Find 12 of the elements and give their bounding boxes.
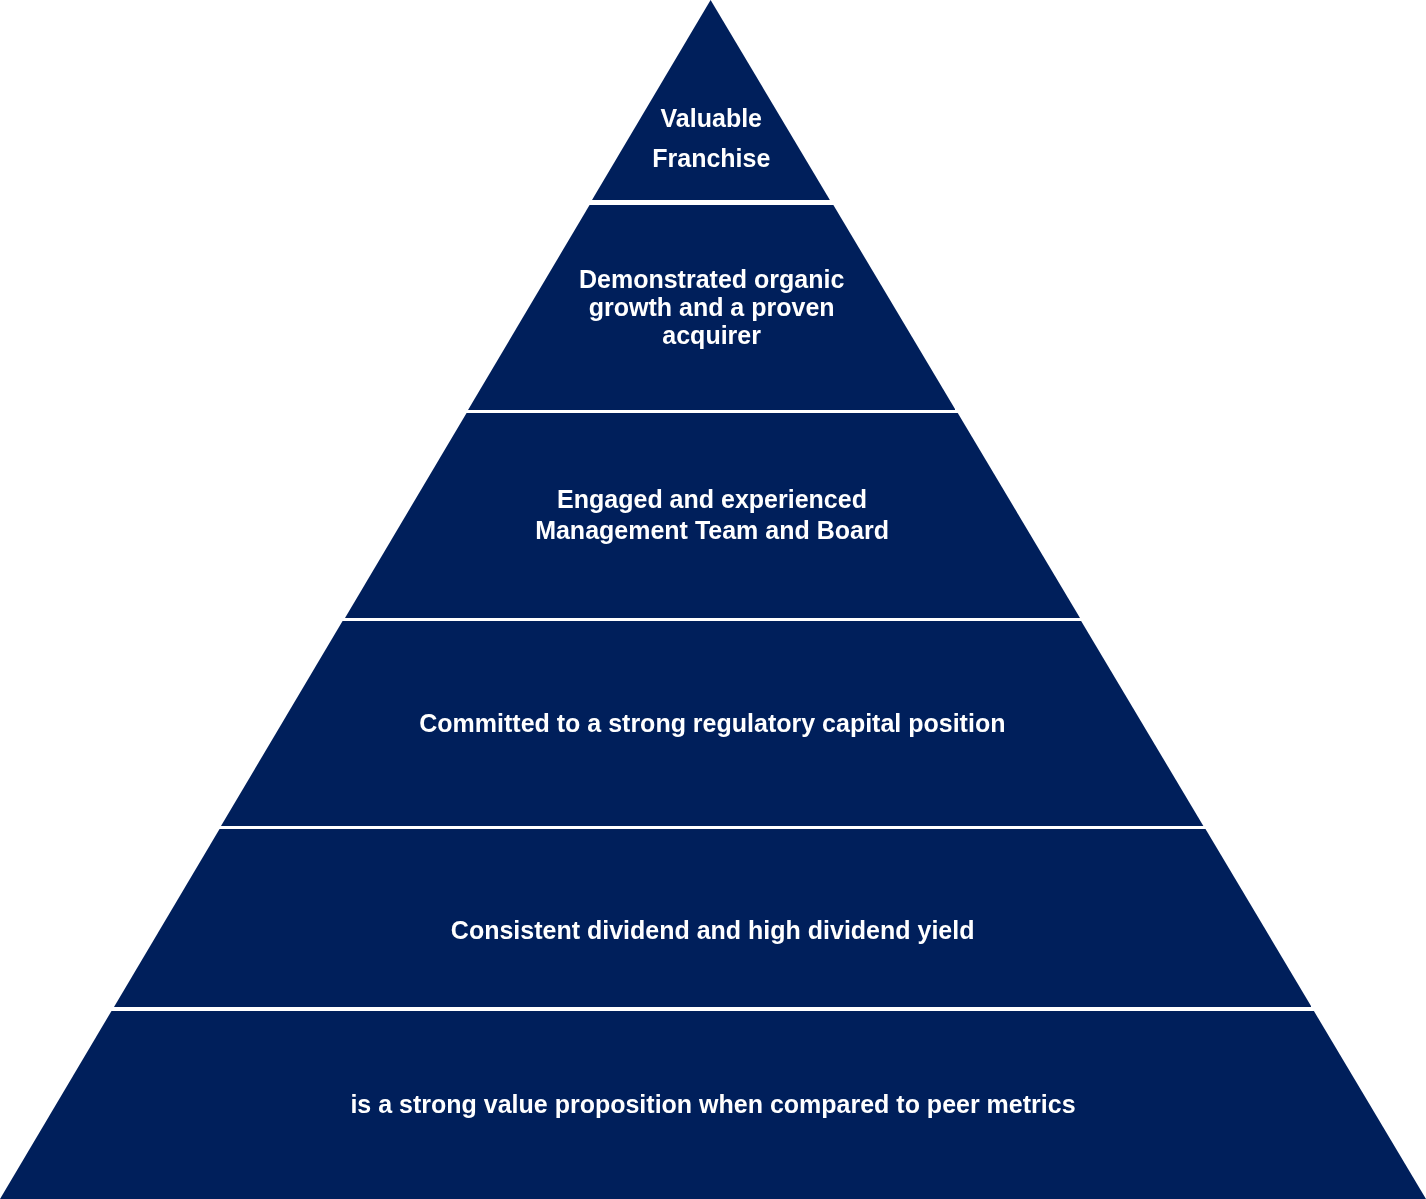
pyramid-apex [592,0,831,200]
tier-label: is a strong value proposition when compared to peer metrics [349,1088,1077,1120]
tier-label: Demonstrated organic growth and a proven acquirer [578,265,846,349]
tier-label: Committed to a strong regulatory capital position [418,707,1007,739]
tier-label: Consistent dividend and high dividend yield [449,914,976,946]
pyramid-tier [0,1011,1426,1199]
pyramid-tier [113,829,1312,1007]
tier-label: Engaged and experienced Management Team and Board [534,484,890,546]
pyramid-tier [344,413,1080,618]
tier-label: Valuable Franchise [651,103,772,174]
pyramid-tier [221,621,1204,826]
pyramid-tier [467,205,956,410]
